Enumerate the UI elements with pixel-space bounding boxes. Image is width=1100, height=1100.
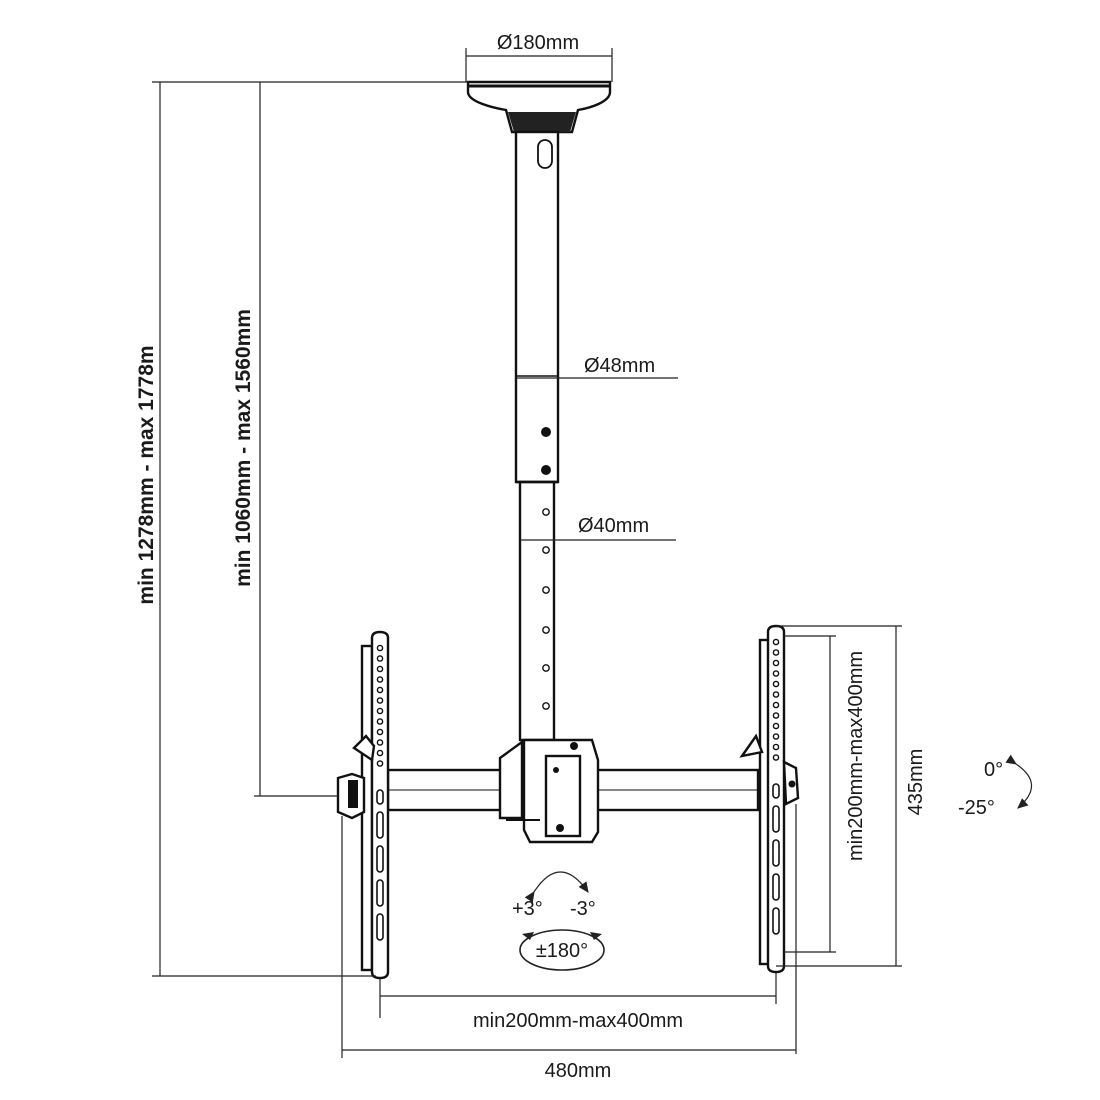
mounting-hole <box>772 712 780 719</box>
mounting-hole <box>376 739 384 746</box>
dim-horizontal-vesa: min200mm-max400mm <box>379 972 777 1032</box>
mounting-slot <box>376 879 384 907</box>
ceiling-plate <box>465 48 613 134</box>
mounting-slot <box>376 789 384 805</box>
mounting-hole <box>772 638 780 646</box>
mounting-hole <box>376 686 384 694</box>
swivel-arrow-icon <box>524 871 589 903</box>
rotation-ellipse-icon <box>519 929 605 971</box>
mounting-hole <box>376 718 384 725</box>
rotation-indicator: ±180° <box>519 929 605 971</box>
bracket-height-label: 435mm <box>905 749 927 816</box>
mounting-hole <box>376 676 384 683</box>
dim-bracket-height: 435mm <box>776 625 927 967</box>
outer-tube <box>514 130 560 484</box>
right-arm <box>739 624 800 974</box>
tilt-indicator: 0° -25° <box>958 754 1033 819</box>
dim-vertical-vesa: min200mm-max400mm <box>784 635 867 953</box>
mounting-slot <box>772 783 780 799</box>
inner-tube-diameter-label: Ø40mm <box>578 515 649 537</box>
inner-tube <box>516 480 558 742</box>
horizontal-vesa-label: min200mm-max400mm <box>473 1010 683 1032</box>
mounting-slot <box>772 873 780 901</box>
mounting-slot <box>772 907 780 935</box>
vertical-vesa-label: min200mm-max400mm <box>845 651 867 861</box>
dim-total-width: 480mm <box>341 804 797 1082</box>
dim-total-height: min 1278mm - max 1778m <box>135 81 468 977</box>
dim-inner-tube: Ø40mm <box>520 515 676 541</box>
mounting-hole <box>772 701 780 709</box>
swivel-indicator: +3° -3° <box>512 871 596 920</box>
swivel-right-label: -3° <box>570 898 596 920</box>
mounting-slot <box>376 845 384 873</box>
mounting-hole <box>376 644 384 652</box>
left-arm <box>336 630 390 980</box>
center-bracket <box>498 738 600 844</box>
mounting-hole <box>376 655 384 662</box>
mounting-hole <box>772 743 780 751</box>
mounting-slot <box>376 913 384 941</box>
mounting-hole <box>376 760 384 767</box>
ceiling-plate-diameter-label: Ø180mm <box>497 32 579 54</box>
mounting-hole <box>376 697 384 704</box>
outer-tube-diameter-label: Ø48mm <box>584 355 655 377</box>
tilt-arrow-icon <box>1005 754 1033 809</box>
total-height-label: min 1278mm - max 1778m <box>135 345 158 604</box>
mounting-hole <box>376 707 384 715</box>
mounting-slot <box>772 805 780 833</box>
mounting-hole <box>772 733 780 740</box>
mounting-hole <box>772 649 780 656</box>
mounting-hole <box>772 680 780 688</box>
mounting-hole <box>376 665 384 673</box>
pole-height-label: min 1060mm - max 1560mm <box>232 309 255 587</box>
tilt-down-label: -25° <box>958 797 995 819</box>
mounting-hole <box>772 754 780 761</box>
rotation-label: ±180° <box>536 940 588 962</box>
mounting-hole <box>772 691 780 698</box>
total-width-label: 480mm <box>545 1060 612 1082</box>
mounting-hole <box>376 749 384 757</box>
swivel-left-label: +3° <box>512 898 543 920</box>
mounting-slot <box>376 811 384 839</box>
dim-outer-tube: Ø48mm <box>516 355 678 379</box>
mounting-hole <box>772 670 780 677</box>
tilt-up-label: 0° <box>984 759 1003 781</box>
dim-pole-height: min 1060mm - max 1560mm <box>232 82 338 797</box>
dim-ceiling-plate: Ø180mm <box>497 32 579 54</box>
mounting-hole <box>772 659 780 667</box>
mounting-hole <box>376 728 384 736</box>
mounting-hole <box>772 722 780 730</box>
mounting-slot <box>772 839 780 867</box>
